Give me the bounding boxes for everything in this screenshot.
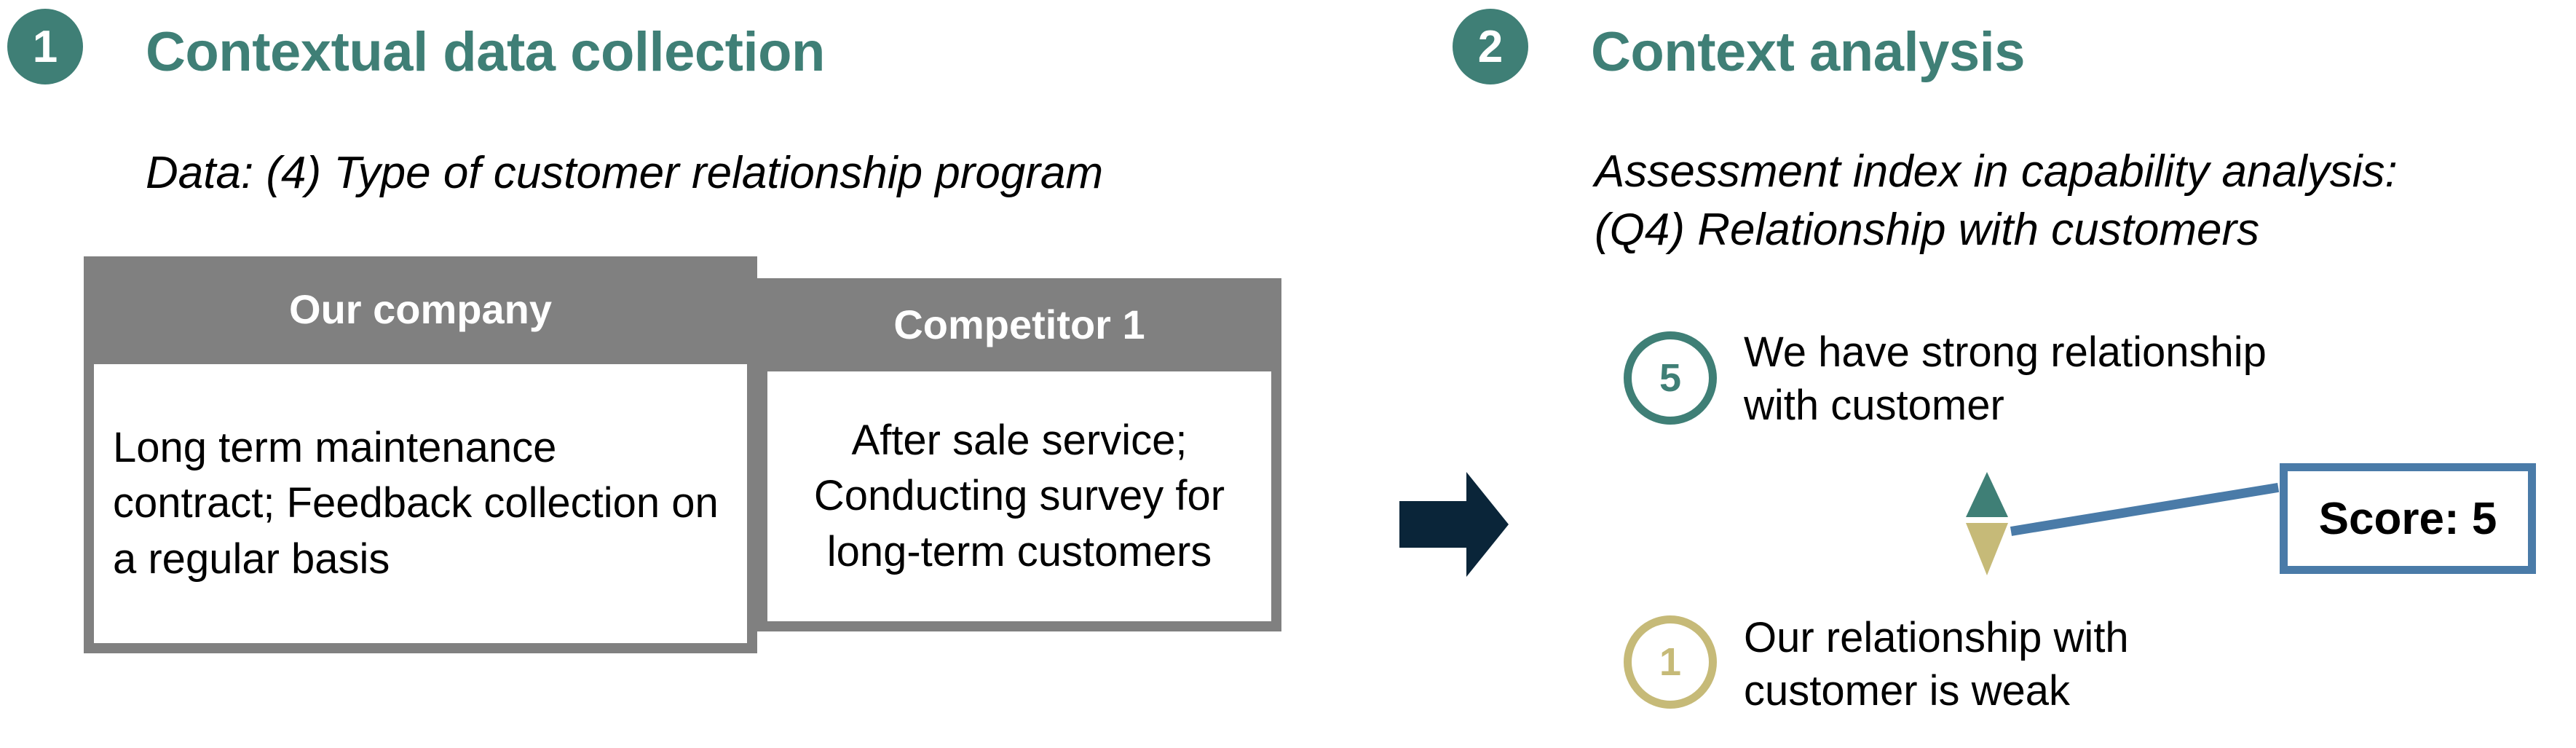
step-1-number: 1 xyxy=(32,21,58,72)
marker-triangle-down xyxy=(1966,523,2008,575)
comparison-card-our-company: Our company Long term maintenance contra… xyxy=(84,256,757,653)
column-content-competitor-1: After sale service; Conducting survey fo… xyxy=(767,371,1271,621)
marker-triangle-up xyxy=(1966,472,2008,517)
right-arrow-icon xyxy=(1399,466,1509,583)
scale-circle-5: 5 xyxy=(1624,331,1717,425)
step-1-subtitle: Data: (4) Type of customer relationship … xyxy=(146,148,1104,198)
step-2-subtitle-line-2: (Q4) Relationship with customers xyxy=(1595,205,2260,255)
scale-label-top-line-2: with customer xyxy=(1744,381,2004,429)
score-box-label: Score: 5 xyxy=(2318,493,2497,544)
column-content-our-company: Long term maintenance contract; Feedback… xyxy=(94,364,747,643)
scale-label-bottom-line-1: Our relationship with xyxy=(1744,614,2129,661)
step-1-title: Contextual data collection xyxy=(146,21,825,83)
scale-circle-1: 1 xyxy=(1624,615,1717,709)
scale-circle-1-value: 1 xyxy=(1659,640,1682,684)
scale-label-top-line-1: We have strong relationship xyxy=(1744,328,2267,376)
step-2-number: 2 xyxy=(1477,21,1504,72)
leader-line xyxy=(2010,482,2280,536)
comparison-card-competitor-1: Competitor 1 After sale service; Conduct… xyxy=(757,278,1281,631)
step-1-badge: 1 xyxy=(7,9,83,84)
step-2-subtitle-line-1: Assessment index in capability analysis: xyxy=(1595,146,2398,197)
column-header-our-company: Our company xyxy=(289,286,552,332)
scale-label-bottom: Our relationship with customer is weak xyxy=(1744,612,2472,717)
scale-label-bottom-line-2: customer is weak xyxy=(1744,666,2071,714)
updown-slider-marker-icon[interactable] xyxy=(1966,472,2010,575)
column-header-competitor-1: Competitor 1 xyxy=(893,301,1145,347)
step-2-title: Context analysis xyxy=(1591,21,2026,83)
scale-circle-5-value: 5 xyxy=(1659,356,1682,400)
scale-label-top: We have strong relationship with custome… xyxy=(1744,326,2472,432)
score-box: Score: 5 xyxy=(2280,463,2536,574)
step-2-badge: 2 xyxy=(1453,9,1528,84)
